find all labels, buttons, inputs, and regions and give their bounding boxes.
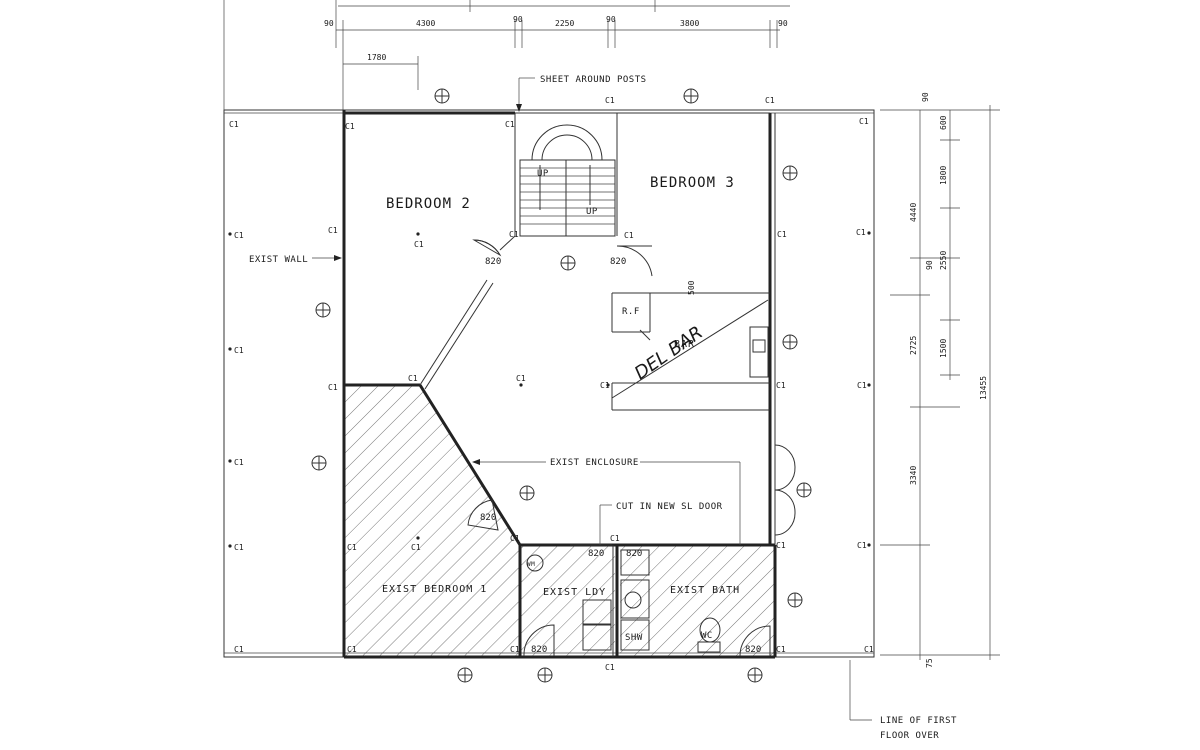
note-exist-enclosure: EXIST ENCLOSURE	[550, 458, 639, 468]
annotation-leaders	[312, 77, 872, 721]
door-label-ldy-top: 820	[588, 549, 604, 559]
dim-right-5: 75	[925, 658, 934, 668]
door-label-ldy-bottom: 820	[531, 645, 547, 655]
exist-bath-label: EXIST BATH	[670, 585, 740, 596]
dim-top-6: 90	[778, 19, 788, 28]
svg-text:C1: C1	[777, 230, 787, 239]
svg-text:C1: C1	[765, 96, 775, 105]
dim-right-mid-2: 2550	[939, 251, 948, 270]
note-exist-wall: EXIST WALL	[249, 255, 308, 265]
dim-top-4: 90	[606, 15, 616, 24]
dim-right-1: 4440	[909, 203, 918, 222]
dim-right-mid-3: 1500	[939, 339, 948, 358]
bar-handwritten-note: DEL BAR	[631, 322, 707, 384]
svg-text:C1: C1	[234, 458, 244, 467]
bedroom-3-label: BEDROOM 3	[650, 175, 735, 191]
door-swings	[467, 239, 796, 657]
dim-top-sub: 1780	[367, 53, 386, 62]
staircase	[519, 124, 616, 237]
dim-right-mid-1: 1800	[939, 166, 948, 185]
shower-label: SHW	[625, 633, 643, 643]
door-label-bed1: 820	[480, 513, 496, 523]
svg-text:C1: C1	[605, 96, 615, 105]
bedroom-2-label: BEDROOM 2	[386, 196, 471, 212]
refrigerator-label: R.F	[622, 307, 640, 317]
svg-text:C1: C1	[600, 381, 610, 390]
stair-up-label-2: UP	[586, 207, 598, 217]
svg-text:C1: C1	[234, 645, 244, 654]
interior-walls	[419, 112, 770, 411]
svg-text:C1: C1	[776, 645, 786, 654]
dim-top-2: 90	[513, 15, 523, 24]
dim-top-1: 4300	[416, 19, 435, 28]
svg-text:C1: C1	[229, 120, 239, 129]
svg-text:C1: C1	[347, 645, 357, 654]
dim-bar-depth: 500	[687, 280, 696, 295]
note-cut-in-door: CUT IN NEW SL DOOR	[616, 502, 723, 512]
svg-text:C1: C1	[234, 543, 244, 552]
wc-label: WC	[701, 631, 713, 641]
light-fixture-icons	[311, 88, 812, 683]
bar-label: BAR	[674, 339, 695, 350]
column-dots	[228, 231, 871, 548]
exist-ldy-label: EXIST LDY	[543, 587, 606, 598]
dim-right-0: 90	[921, 92, 930, 102]
svg-text:C1: C1	[505, 120, 515, 129]
svg-text:C1: C1	[610, 534, 620, 543]
svg-text:C1: C1	[328, 383, 338, 392]
note-first-floor-line2: FLOOR OVER	[880, 731, 939, 741]
svg-text:C1: C1	[776, 381, 786, 390]
main-walls	[342, 110, 777, 659]
svg-text:C1: C1	[856, 228, 866, 237]
dim-right-2: 90	[925, 260, 934, 270]
dim-top-0: 90	[324, 19, 334, 28]
dim-right-4: 3340	[909, 466, 918, 485]
svg-text:C1: C1	[776, 541, 786, 550]
exist-bath-hatch	[620, 545, 775, 656]
note-first-floor-line1: LINE OF FIRST	[880, 716, 957, 726]
dim-top-3: 2250	[555, 19, 574, 28]
door-label-bed2: 820	[485, 257, 501, 267]
door-label-bed3: 820	[610, 257, 626, 267]
svg-text:C1: C1	[857, 541, 867, 550]
dim-right-3: 2725	[909, 336, 918, 355]
svg-text:C1: C1	[510, 645, 520, 654]
top-dimensions	[223, 0, 790, 110]
dim-right-total: 13455	[979, 376, 988, 400]
svg-text:C1: C1	[605, 663, 615, 672]
dim-top-5: 3800	[680, 19, 699, 28]
svg-text:C1: C1	[864, 645, 874, 654]
svg-text:C1: C1	[509, 230, 519, 239]
fixtures	[526, 299, 769, 653]
exist-bedroom-1-hatch	[344, 385, 520, 656]
washing-machine-label: WM	[527, 561, 535, 568]
note-sheet-around-posts: SHEET AROUND POSTS	[540, 75, 647, 85]
svg-text:C1: C1	[859, 117, 869, 126]
svg-text:C1: C1	[414, 240, 424, 249]
dim-right-mid-0: 600	[939, 115, 948, 130]
door-label-bath-bottom: 820	[745, 645, 761, 655]
svg-text:C1: C1	[234, 346, 244, 355]
door-label-bath-top: 820	[626, 549, 642, 559]
svg-text:C1: C1	[516, 374, 526, 383]
svg-text:C1: C1	[408, 374, 418, 383]
exist-bedroom-1-label: EXIST BEDROOM 1	[382, 584, 487, 595]
svg-text:C1: C1	[347, 543, 357, 552]
svg-text:C1: C1	[510, 534, 520, 543]
svg-text:C1: C1	[624, 231, 634, 240]
svg-text:C1: C1	[234, 231, 244, 240]
right-dimensions	[880, 105, 1000, 660]
svg-text:C1: C1	[857, 381, 867, 390]
column-markers: C1 C1 C1 C1 C1 C1 C1 C1 C1 C1 C1 C1 C1 C…	[229, 96, 874, 672]
svg-text:C1: C1	[345, 122, 355, 131]
svg-text:C1: C1	[328, 226, 338, 235]
svg-text:C1: C1	[411, 543, 421, 552]
stair-up-label-1: UP	[537, 169, 549, 179]
